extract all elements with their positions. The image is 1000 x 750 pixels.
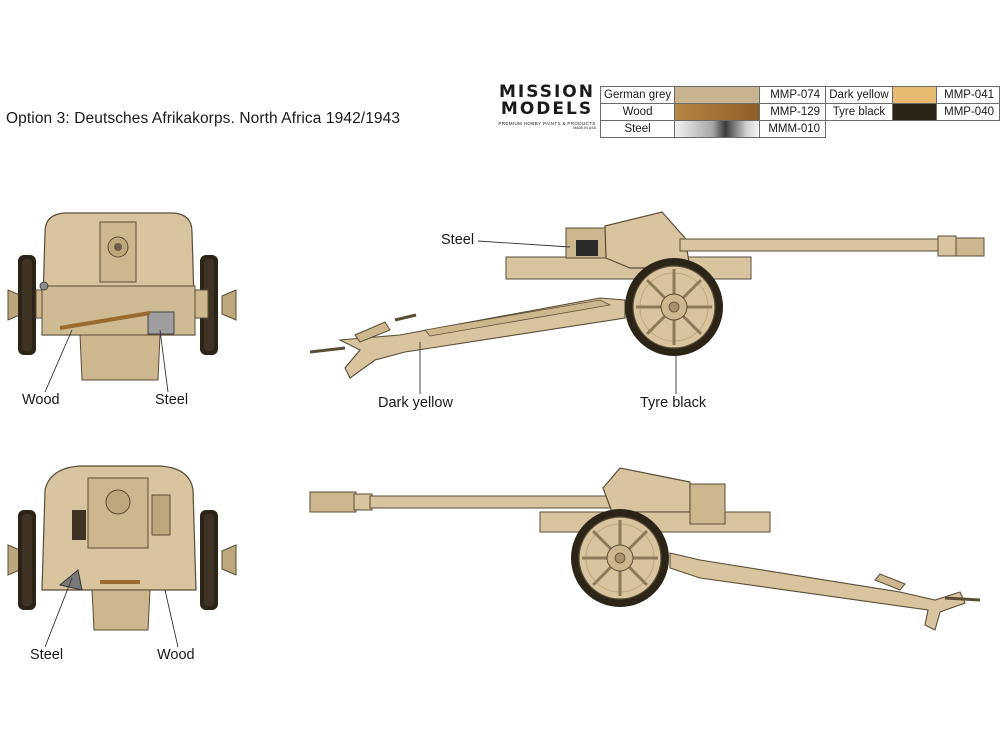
side-view-left <box>309 467 981 631</box>
paint-code: MMM-010 <box>758 120 827 138</box>
paint-code: MMP-040 <box>936 103 1000 121</box>
paint-code: MMP-074 <box>758 86 827 104</box>
callout-side-dark-yellow: Dark yellow <box>378 395 453 411</box>
rear-view <box>7 465 237 631</box>
page-title: Option 3: Deutsches Afrikakorps. North A… <box>6 110 401 127</box>
callout-side-steel: Steel <box>441 232 475 248</box>
paint-reference-table: German grey MMP-074 Dark yellow MMP-041 … <box>599 86 1000 138</box>
logo-line-2: MODELS <box>500 99 594 119</box>
callout-rear-wood: Wood <box>157 647 195 663</box>
paint-row: Wood MMP-129 Tyre black MMP-040 <box>599 103 1000 121</box>
logo-line-1: MISSION <box>499 82 595 102</box>
mission-models-logo: MISSION MODELS PREMIUM HOBBY PAINTS & PR… <box>494 84 600 144</box>
paint-code: MMP-129 <box>758 103 827 121</box>
side-view-right <box>309 211 985 379</box>
front-view <box>7 212 237 381</box>
paint-swatch-dark-yellow <box>891 86 938 104</box>
paint-name: German grey <box>599 86 676 104</box>
callout-rear-steel: Steel <box>30 647 64 663</box>
callout-side-tyre-black: Tyre black <box>640 395 707 411</box>
logo-small-text: MADE IN USA <box>573 126 596 130</box>
logo-tagline: PREMIUM HOBBY PAINTS & PRODUCTS <box>498 121 596 126</box>
callout-front-steel: Steel <box>155 392 189 408</box>
paint-code: MMP-041 <box>936 86 1000 104</box>
callout-front-wood: Wood <box>22 392 60 408</box>
paint-swatch-steel <box>674 120 760 138</box>
paint-name: Tyre black <box>825 103 893 121</box>
paint-name: Steel <box>599 120 676 138</box>
paint-name: Wood <box>599 103 676 121</box>
paint-row: Steel MMM-010 <box>599 120 1000 138</box>
callout-leaders <box>44 240 677 648</box>
paint-swatch-tyre-black <box>891 103 938 121</box>
